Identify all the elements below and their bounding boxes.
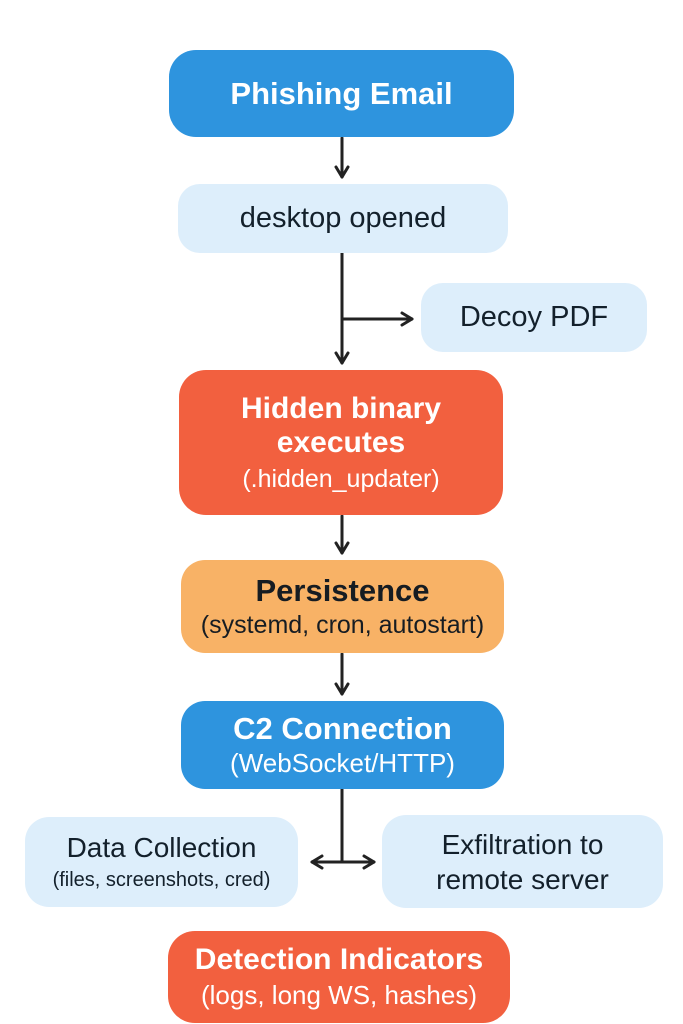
node-subtitle: (logs, long WS, hashes): [200, 979, 477, 1010]
node-phishing-email: Phishing Email: [169, 50, 514, 137]
node-exfiltration: Exfiltration to remote server: [382, 815, 663, 908]
node-subtitle: (.hidden_updater): [242, 464, 440, 493]
node-hidden-binary-executes: Hidden binary executes (.hidden_updater): [179, 370, 503, 515]
node-decoy-pdf: Decoy PDF: [421, 283, 647, 352]
node-title: Hidden binary executes: [240, 391, 442, 460]
node-title: Exfiltration to remote server: [436, 828, 609, 895]
node-title: desktop opened: [239, 201, 447, 234]
node-subtitle: (WebSocket/HTTP): [230, 747, 455, 778]
node-persistence: Persistence (systemd, cron, autostart): [181, 560, 504, 653]
node-title: Detection Indicators: [194, 943, 484, 977]
node-title: Data Collection: [66, 832, 257, 864]
node-title: Persistence: [255, 572, 430, 608]
node-subtitle: (files, screenshots, cred): [52, 868, 271, 891]
node-title: Phishing Email: [230, 75, 453, 111]
node-subtitle: (systemd, cron, autostart): [200, 611, 485, 640]
node-desktop-opened: desktop opened: [178, 184, 508, 253]
node-data-collection: Data Collection (files, screenshots, cre…: [25, 817, 298, 907]
node-title: Decoy PDF: [459, 300, 609, 333]
node-detection-indicators: Detection Indicators (logs, long WS, has…: [168, 931, 510, 1023]
node-c2-connection: C2 Connection (WebSocket/HTTP): [181, 701, 504, 789]
node-title: C2 Connection: [233, 711, 452, 747]
